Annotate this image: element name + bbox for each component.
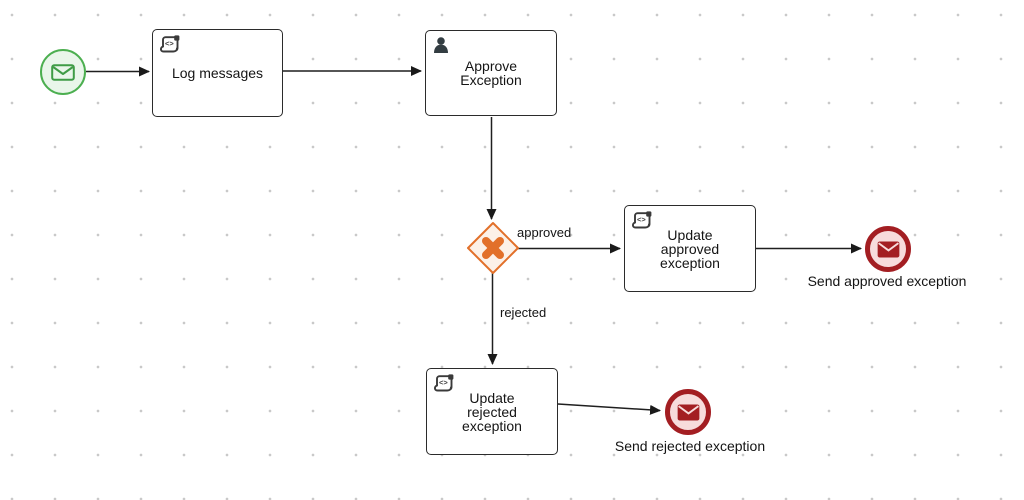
script-icon: <> [433,374,454,392]
task-label: Log messages [171,65,264,81]
task-log-messages[interactable]: <> Log messages [152,29,283,117]
script-icon: <> [159,35,180,53]
envelope-icon [677,403,699,421]
task-update-approved-exception[interactable]: <> Update approved exception [624,205,756,292]
user-icon [434,37,448,53]
x-marker-icon [482,237,504,259]
exclusive-gateway[interactable] [467,222,519,274]
task-label: Approve Exception [460,58,522,88]
envelope-icon [877,240,899,258]
task-label: Update rejected exception [462,389,522,434]
end-event-label-rejected: Send rejected exception [614,438,766,454]
svg-text:<>: <> [439,378,448,387]
task-label: Update approved exception [660,226,720,271]
task-update-rejected-exception[interactable]: <> Update rejected exception [426,368,558,455]
envelope-icon [51,63,75,81]
flow-label-rejected[interactable]: rejected [500,305,547,320]
svg-text:<>: <> [637,215,646,224]
svg-text:<>: <> [165,39,174,48]
message-end-event-rejected[interactable] [665,389,711,435]
message-end-event-approved[interactable] [865,226,911,272]
flow-update-rejected-to-end[interactable] [557,403,661,415]
end-event-label-approved: Send approved exception [807,273,967,289]
flow-label-approved[interactable]: approved [517,225,572,240]
script-icon: <> [631,211,652,229]
message-start-event[interactable] [40,49,86,95]
task-approve-exception[interactable]: Approve Exception [425,30,557,116]
